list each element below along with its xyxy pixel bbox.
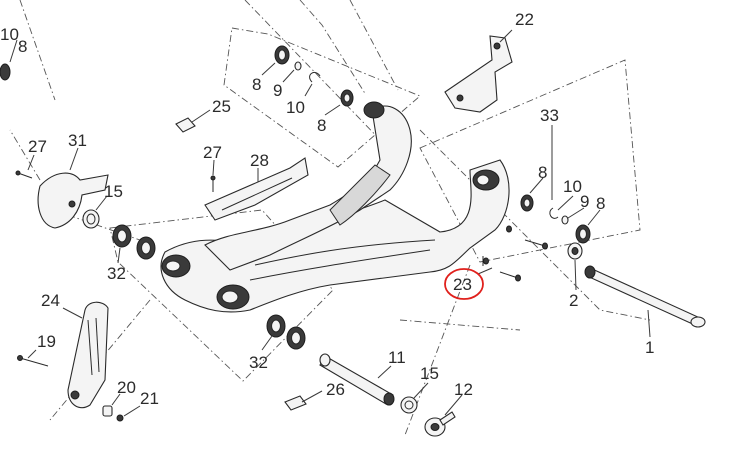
axle-part-1 [584, 265, 706, 328]
tube-part-11 [319, 353, 395, 406]
callout-28: 28 [250, 151, 269, 170]
callout-8: 8 [252, 75, 261, 94]
callout-labels: 1 2 8 8 8 8 8 9 9 10 10 10 11 12 15 15 1… [0, 10, 654, 408]
callout-12: 12 [454, 380, 473, 399]
washer-parts-15 [82, 209, 418, 414]
swingarm [160, 101, 510, 313]
callout-8: 8 [538, 163, 547, 182]
callout-21: 21 [140, 389, 159, 408]
callout-23: 23 [453, 275, 472, 294]
callout-10: 10 [563, 177, 582, 196]
callout-9: 9 [273, 81, 282, 100]
washer-part-2 [567, 242, 583, 260]
bracket-part-22 [444, 35, 513, 113]
small-bolt-parts [15, 170, 548, 367]
cover-part-28 [204, 157, 309, 221]
callout-27: 27 [28, 137, 47, 156]
guide-part-24 [67, 301, 109, 409]
callout-33: 33 [540, 106, 559, 125]
callout-9: 9 [580, 192, 589, 211]
callout-24: 24 [41, 291, 60, 310]
callout-15: 15 [420, 364, 439, 383]
callout-15: 15 [104, 182, 123, 201]
callout-8: 8 [18, 37, 27, 56]
pad-parts [175, 117, 307, 411]
callout-19: 19 [37, 332, 56, 351]
callout-32: 32 [249, 353, 268, 372]
callout-10: 10 [0, 25, 19, 44]
callout-8: 8 [596, 194, 605, 213]
callout-1: 1 [645, 338, 654, 357]
callout-25: 25 [212, 97, 231, 116]
bolt-part-12 [424, 411, 456, 437]
spacer-nut-parts [102, 405, 124, 422]
leader-lines [9, 29, 651, 417]
callout-22: 22 [515, 10, 534, 29]
bearing-parts-32 [112, 224, 306, 350]
washer-and-circlip-parts [294, 61, 569, 225]
bracket-part-31 [37, 172, 109, 229]
callout-10: 10 [286, 98, 305, 117]
callout-8: 8 [317, 116, 326, 135]
callout-31: 31 [68, 131, 87, 150]
callout-27: 27 [203, 143, 222, 162]
callout-32: 32 [107, 264, 126, 283]
bearing-parts-8 [0, 45, 591, 244]
callout-11: 11 [388, 348, 406, 367]
callout-20: 20 [117, 378, 136, 397]
highlight-circle [444, 268, 484, 300]
callout-2: 2 [569, 291, 578, 310]
callout-26: 26 [326, 380, 345, 399]
